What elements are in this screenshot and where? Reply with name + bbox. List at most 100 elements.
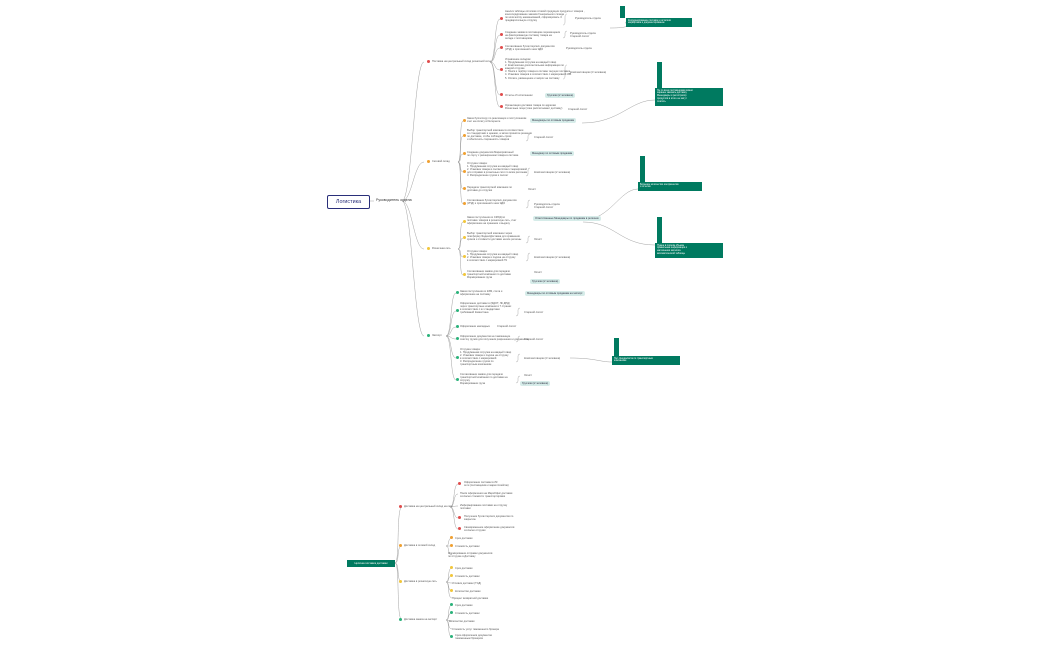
pill-p2[interactable]: Менеджеры по оптовым продажам bbox=[530, 118, 577, 124]
note-n5[interactable]: Нет специалиста по транспортным компания… bbox=[612, 356, 680, 365]
branch-dot-orange bbox=[399, 544, 402, 547]
item-c2-2[interactable]: Стоимость доставки bbox=[455, 545, 480, 548]
item-dot bbox=[456, 356, 459, 359]
item-c1-4[interactable]: Получение бухгалтерских документов по за… bbox=[464, 515, 514, 522]
head-node[interactable]: Руководитель отдела bbox=[376, 198, 412, 202]
role-r12[interactable]: Логист bbox=[534, 271, 543, 274]
item-b4-6[interactable]: Согласование заявок для передачи транспо… bbox=[460, 373, 508, 386]
item-dot bbox=[450, 566, 453, 569]
branch-network-warehouse[interactable]: Сетевой склад bbox=[432, 160, 450, 163]
item-c3-4[interactable]: Количество доставки bbox=[455, 590, 481, 593]
note-n4[interactable]: Нужен в полном объеме правильная информа… bbox=[655, 243, 723, 258]
role-r8[interactable]: Логист bbox=[528, 188, 537, 191]
item-dot bbox=[456, 337, 459, 340]
item-b1-4[interactable]: Управление складом: 1. Продуманная отгру… bbox=[505, 58, 572, 80]
branch-central-warehouse[interactable]: Поставка на центральный склад розничной … bbox=[432, 60, 491, 63]
item-dot bbox=[456, 378, 459, 381]
item-b1-3[interactable]: Согласование бухгалтерских документов (У… bbox=[505, 45, 555, 52]
item-b3-2[interactable]: Выбор транспортной компании через платфо… bbox=[467, 232, 522, 242]
root-node-supply-chain[interactable]: Цепочка поставок доставки bbox=[347, 560, 395, 567]
branch-retail[interactable]: Розничная сеть bbox=[432, 247, 451, 250]
item-c1-3[interactable]: Информирование поставки на отгрузку пост… bbox=[460, 504, 508, 511]
pill-p1[interactable]: Грузчики (2 человека) bbox=[545, 93, 576, 99]
item-b1-5[interactable]: Отчеты об исполнении bbox=[505, 94, 533, 97]
item-dot bbox=[500, 68, 503, 71]
role-r16[interactable]: Комплектовщики (3 человека) bbox=[524, 357, 561, 360]
item-c1-2[interactable]: Поиск оформления на МаркОфис доставки со… bbox=[460, 492, 513, 499]
item-c3-5[interactable]: Процент возвратной доставки bbox=[452, 597, 489, 600]
item-b4-3[interactable]: Оформление накладных bbox=[460, 325, 490, 328]
item-b2-3[interactable]: Создание документов Маркировочный по сор… bbox=[467, 151, 519, 158]
branch-dot-yellow bbox=[399, 580, 402, 583]
pill-p5[interactable]: Грузчики (2 человека) bbox=[530, 279, 561, 285]
role-r4[interactable]: Комплектовщики (3 человека) bbox=[570, 71, 607, 74]
role-r6[interactable]: Старший логист bbox=[534, 136, 554, 139]
item-b2-2[interactable]: Выбор транспортной компании в соответств… bbox=[467, 129, 532, 142]
item-b2-1[interactable]: Заказ бухгалтеру по реализации и поступл… bbox=[467, 117, 527, 124]
item-dot bbox=[463, 236, 466, 239]
item-c2-1[interactable]: Срок доставки bbox=[455, 537, 473, 540]
item-dot bbox=[450, 635, 453, 638]
item-b3-4[interactable]: Согласование заявок для передачи транспо… bbox=[467, 270, 511, 280]
item-dot bbox=[500, 33, 503, 36]
role-r10[interactable]: Логист bbox=[534, 238, 543, 241]
item-c4-2[interactable]: Стоимость доставки bbox=[455, 612, 480, 615]
item-c3-3[interactable]: Условия доставки (ТСД) bbox=[452, 582, 482, 585]
branch-dot-orange bbox=[427, 160, 430, 163]
item-dot bbox=[500, 46, 503, 49]
branch-dot-green bbox=[399, 618, 402, 621]
pill-p6[interactable]: Менеджеры по оптовым продажам на экспорт bbox=[525, 291, 585, 297]
branch2-retail[interactable]: Доставка в розничную сеть bbox=[404, 580, 437, 583]
pill-p7[interactable]: Грузчики (2 человека) bbox=[520, 381, 551, 387]
item-b4-5[interactable]: Отгрузка товара: 1. Продуманная отгрузка… bbox=[460, 348, 512, 367]
pill-p3[interactable]: Менеджер по оптовым продажам bbox=[530, 151, 575, 157]
role-r15[interactable]: Старший логист bbox=[524, 338, 544, 341]
item-c3-1[interactable]: Срок доставки bbox=[455, 567, 473, 570]
item-c4-1[interactable]: Срок доставки bbox=[455, 604, 473, 607]
role-r14[interactable]: Старший логист bbox=[497, 325, 517, 328]
role-r17[interactable]: Логист bbox=[524, 374, 533, 377]
branch2-network[interactable]: Доставка в сетевой склад bbox=[404, 544, 436, 547]
item-dot bbox=[463, 134, 466, 137]
item-b3-1[interactable]: Заказ поступления из СКЮД по поставке то… bbox=[467, 216, 517, 226]
role-r3[interactable]: Руководитель отдела bbox=[566, 47, 592, 50]
item-b3-3[interactable]: Отгрузка товара: 1. Продуманная отгрузка… bbox=[467, 250, 519, 263]
note-n3[interactable]: Большое количество контрагентов и отчето… bbox=[638, 182, 702, 191]
item-b1-1[interactable]: Анализ таблицы остатков готовой продукци… bbox=[505, 10, 585, 23]
root-node-logistics[interactable]: Логистика bbox=[327, 195, 370, 209]
item-c4-4[interactable]: Стоимость услуг таможенного брокера bbox=[452, 628, 499, 631]
branch-export[interactable]: Экспорт bbox=[432, 334, 442, 337]
note-tab bbox=[657, 62, 662, 88]
item-b2-6[interactable]: Согласование бухгалтерских документов (У… bbox=[467, 199, 517, 206]
role-r1[interactable]: Руководитель отдела bbox=[575, 17, 601, 20]
item-c3-2[interactable]: Стоимость доставки bbox=[455, 575, 480, 578]
item-b2-4[interactable]: Отгрузка товара: 1. Продуманная отгрузка… bbox=[467, 162, 528, 178]
item-b2-5[interactable]: Передача транспортной компании по достав… bbox=[467, 186, 512, 193]
item-b4-4[interactable]: Оформление документов на таможенную очис… bbox=[460, 335, 529, 342]
role-r2[interactable]: Руководитель отдела Старший логист bbox=[570, 32, 596, 39]
role-r9[interactable]: Руководитель отдела Старший логист bbox=[534, 203, 560, 210]
note-n1[interactable]: Координирование поставок и остатков марк… bbox=[626, 18, 692, 27]
item-dot bbox=[463, 119, 466, 122]
item-b1-6[interactable]: Организация доставки товара по адресам Р… bbox=[505, 104, 563, 111]
item-dot bbox=[500, 105, 503, 108]
item-c1-5[interactable]: Своевременное оформление документов согл… bbox=[464, 526, 515, 533]
branch2-central[interactable]: Доставка на центральный склад на сети bbox=[404, 505, 453, 508]
note-n2[interactable]: Не по всем поставщикам можно заранее зак… bbox=[655, 88, 723, 106]
pill-p4[interactable]: Ответственные Менеджеры по продажам в ре… bbox=[533, 216, 601, 222]
item-c2-3[interactable]: Формирование отправки документов по отгр… bbox=[448, 552, 493, 559]
item-c4-5[interactable]: Срок оформления документов таможенным бр… bbox=[455, 634, 492, 641]
item-c4-3[interactable]: Количество доставки bbox=[449, 620, 475, 623]
role-r11[interactable]: Комплектовщики (2 человека) bbox=[534, 256, 571, 259]
item-b4-1[interactable]: Заказ поступления из КЗМ, счета и оформл… bbox=[460, 290, 503, 297]
role-r7[interactable]: Комплектовщики (2 человека) bbox=[534, 171, 571, 174]
role-r13[interactable]: Старший логист bbox=[524, 311, 544, 314]
item-dot bbox=[463, 187, 466, 190]
item-b1-2[interactable]: Создание заявки в поставщике перемещения… bbox=[505, 31, 561, 41]
item-b4-2[interactable]: Оформление доставки в (ЯДОТ, ЛК ДПД) чер… bbox=[460, 302, 512, 315]
branch-dot-red bbox=[399, 505, 402, 508]
item-c1-1[interactable]: Оформление поставки в ЛК сети (поставщик… bbox=[464, 481, 509, 488]
branch2-export[interactable]: Доставка заказа на экспорт bbox=[404, 618, 438, 621]
role-r5[interactable]: Старший логист bbox=[568, 108, 588, 111]
